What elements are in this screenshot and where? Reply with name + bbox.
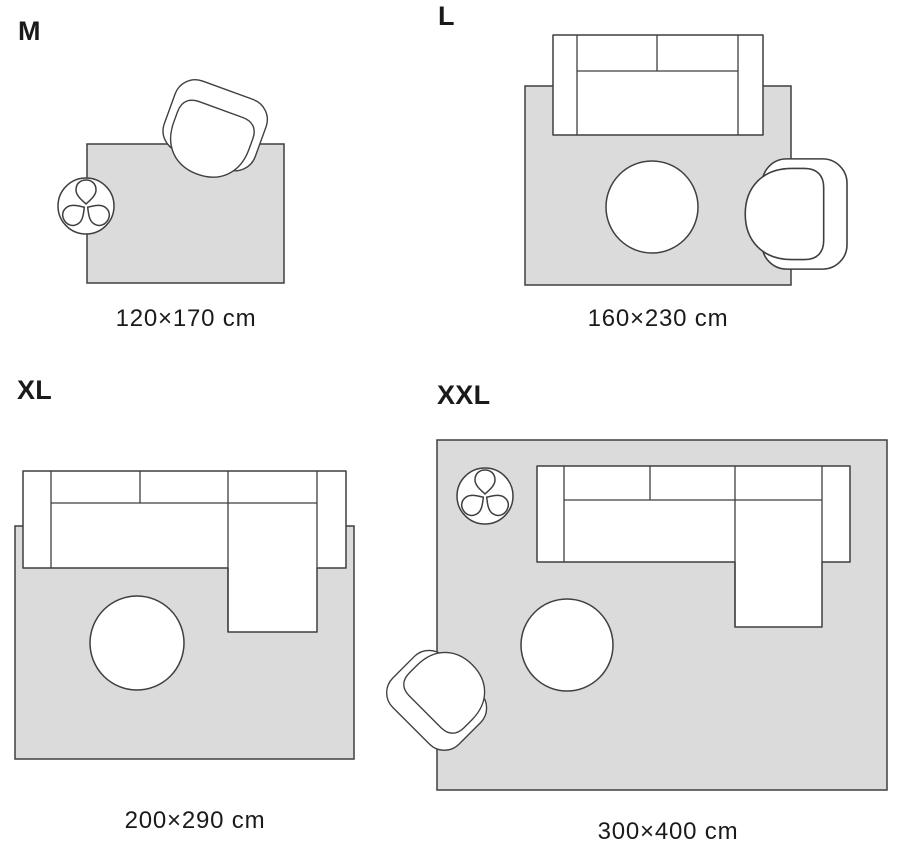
plant-icon — [57, 177, 115, 235]
panel-xl-illustration — [14, 470, 355, 760]
size-label-xl: XL — [17, 375, 53, 405]
panel-xxl-illustration — [377, 439, 888, 791]
sectional-sofa-chaise-icon — [536, 465, 851, 628]
coffee-table-icon — [520, 598, 614, 692]
plant-icon — [456, 467, 514, 525]
size-caption-m: 120×170 cm — [115, 305, 257, 332]
panel-l-illustration — [524, 34, 848, 286]
coffee-table-icon — [89, 595, 185, 691]
size-label-l: L — [438, 1, 455, 31]
coffee-table-icon — [605, 160, 699, 254]
size-label-m: M — [18, 16, 41, 46]
sofa-two-seater-icon — [552, 34, 764, 136]
size-label-xxl: XXL — [437, 380, 491, 410]
size-caption-xl: 200×290 cm — [124, 807, 266, 834]
sectional-sofa-chaise-icon — [22, 470, 347, 633]
size-caption-xxl: 300×400 cm — [597, 818, 739, 845]
size-caption-l: 160×230 cm — [587, 305, 729, 332]
panel-m-illustration — [57, 73, 285, 284]
